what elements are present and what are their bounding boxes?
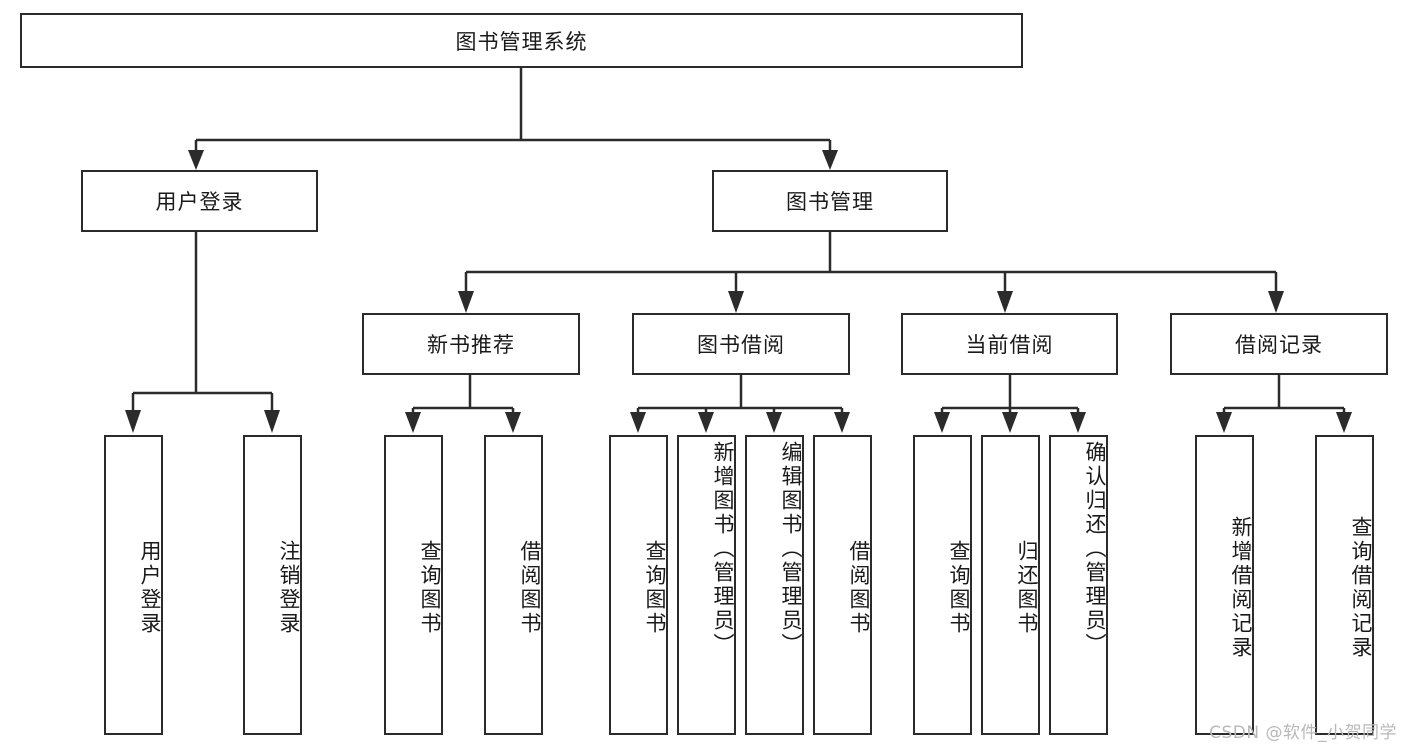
arrow-bookmanage-to-borrow-record	[1268, 291, 1284, 313]
arrow-currentborrow-leaf-1	[934, 412, 950, 433]
arrow-bookborrow-leaf-2	[698, 412, 714, 433]
node-leaf-add-book[interactable]: 新增图书（管理员）	[677, 435, 736, 735]
node-book-manage[interactable]: 图书管理	[712, 170, 948, 232]
node-label: 新书推荐	[427, 333, 515, 357]
arrow-bookborrow-leaf-4	[834, 412, 850, 433]
arrow-userlogin-leaf-1	[125, 410, 141, 433]
node-new-book-rec[interactable]: 新书推荐	[362, 313, 580, 375]
arrow-currentborrow-leaf-2	[1002, 412, 1018, 433]
node-label: 用户登录	[138, 540, 162, 636]
node-leaf-query-book-3[interactable]: 查询图书	[913, 435, 972, 735]
node-leaf-logout-login[interactable]: 注销登录	[243, 435, 302, 735]
node-label: 当前借阅	[965, 333, 1054, 357]
node-label: 新增借阅记录	[1229, 516, 1253, 660]
node-current-borrow[interactable]: 当前借阅	[901, 313, 1118, 375]
arrow-newbook-leaf-1	[405, 412, 421, 433]
node-label: 借阅图书	[847, 540, 871, 636]
node-leaf-edit-book[interactable]: 编辑图书（管理员）	[745, 435, 804, 735]
node-label: 查询图书	[643, 540, 667, 636]
csdn-watermark: CSDN @软件_小贺同学	[1209, 723, 1397, 743]
arrow-bookmanage-to-book-borrow	[728, 291, 744, 313]
node-label: 新增图书（管理员）	[711, 441, 735, 657]
node-label: 图书管理系统	[455, 29, 588, 54]
node-leaf-borrow-book-2[interactable]: 借阅图书	[813, 435, 872, 735]
arrow-userlogin-leaf-2	[264, 410, 280, 433]
arrow-root-to-user-login	[188, 150, 204, 170]
node-leaf-return-book[interactable]: 归还图书	[981, 435, 1040, 735]
node-leaf-borrow-book-1[interactable]: 借阅图书	[484, 435, 543, 735]
node-label: 查询借阅记录	[1349, 516, 1373, 660]
node-user-login[interactable]: 用户登录	[81, 170, 318, 232]
arrow-bookborrow-leaf-1	[630, 412, 646, 433]
node-label: 归还图书	[1015, 540, 1039, 636]
node-label: 图书借阅	[697, 333, 785, 357]
node-label: 图书管理	[786, 190, 874, 214]
node-leaf-query-book-2[interactable]: 查询图书	[609, 435, 668, 735]
arrow-borrowrecord-leaf-2	[1336, 412, 1352, 433]
arrow-root-to-book-manage	[822, 150, 838, 170]
node-label: 用户登录	[155, 190, 244, 214]
node-leaf-query-book-1[interactable]: 查询图书	[384, 435, 443, 735]
node-label: 注销登录	[277, 540, 301, 636]
arrow-newbook-leaf-2	[505, 412, 521, 433]
node-label: 借阅记录	[1235, 333, 1323, 357]
node-leaf-confirm-return[interactable]: 确认归还（管理员）	[1049, 435, 1108, 735]
node-leaf-query-record[interactable]: 查询借阅记录	[1315, 435, 1374, 735]
node-label: 编辑图书（管理员）	[779, 441, 803, 657]
node-leaf-user-login[interactable]: 用户登录	[104, 435, 163, 735]
node-borrow-record[interactable]: 借阅记录	[1170, 313, 1388, 375]
node-leaf-add-record[interactable]: 新增借阅记录	[1195, 435, 1254, 735]
node-system-root[interactable]: 图书管理系统	[20, 13, 1023, 68]
node-book-borrow[interactable]: 图书借阅	[632, 313, 850, 375]
node-label: 借阅图书	[518, 540, 542, 636]
node-label: 查询图书	[418, 540, 442, 636]
arrow-bookborrow-leaf-3	[766, 412, 782, 433]
arrow-borrowrecord-leaf-1	[1216, 412, 1232, 433]
node-label: 确认归还（管理员）	[1083, 441, 1107, 657]
arrow-bookmanage-to-current-borrow	[997, 291, 1013, 313]
node-label: 查询图书	[947, 540, 971, 636]
arrow-bookmanage-to-new-book-rec	[458, 291, 474, 313]
arrow-currentborrow-leaf-3	[1070, 412, 1086, 433]
